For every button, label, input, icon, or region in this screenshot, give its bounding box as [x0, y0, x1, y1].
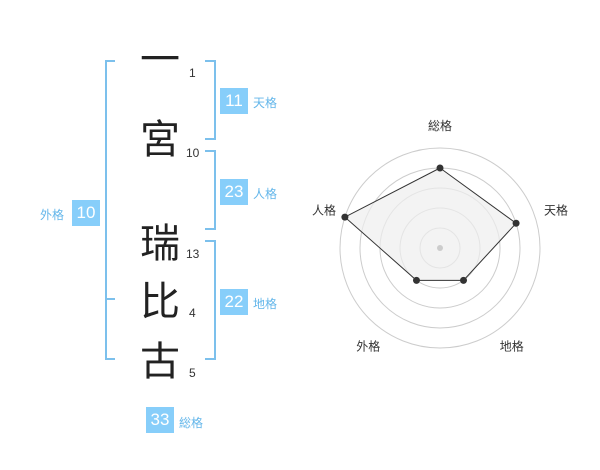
radar-point-2 — [512, 219, 520, 227]
tenkaku-bracket-bottom — [205, 138, 215, 140]
chikaku-badge: 22 — [220, 289, 248, 315]
radar-point-5 — [341, 213, 349, 221]
gaikaku-bracket — [105, 60, 107, 360]
jinkaku-bracket — [214, 150, 216, 230]
gaikaku-bracket-mid — [105, 298, 115, 300]
radar-grid-ring-5 — [339, 147, 541, 349]
gaikaku-bracket-top — [105, 60, 115, 62]
radar-point-1 — [436, 164, 444, 172]
gaikaku-label: 外格 — [40, 208, 65, 222]
tenkaku-label: 天格 — [253, 96, 278, 110]
tenkaku-bracket-top — [205, 60, 215, 62]
radar-axis-label-1: 総格 — [428, 118, 452, 133]
radar-axis-label-4: 外格 — [356, 339, 380, 354]
soukaku-label: 総格 — [179, 416, 204, 430]
jinkaku-badge: 23 — [220, 179, 248, 205]
chikaku-bracket-bottom — [205, 358, 215, 360]
radar-data-polygon — [344, 167, 517, 281]
name-char-4: 比 — [140, 279, 180, 325]
stroke-count-5: 5 — [189, 366, 196, 380]
gaikaku-bracket-bottom — [105, 358, 115, 360]
gaikaku-badge: 10 — [72, 200, 100, 226]
radar-axis-label-2: 天格 — [544, 202, 568, 217]
stroke-count-4: 4 — [189, 306, 196, 320]
radar-center-dot — [437, 245, 443, 251]
stroke-count-2: 10 — [186, 146, 200, 160]
radar-axis-label-5: 人格 — [312, 202, 336, 217]
jinkaku-bracket-bottom — [205, 228, 215, 230]
radar-point-3 — [460, 276, 468, 284]
radar-axis-label-3: 地格 — [500, 339, 524, 354]
tenkaku-bracket — [214, 60, 216, 140]
jinkaku-label: 人格 — [253, 187, 278, 201]
chikaku-bracket — [214, 240, 216, 360]
tenkaku-badge: 11 — [220, 88, 248, 114]
chikaku-label: 地格 — [253, 297, 278, 311]
name-char-5: 古 — [140, 339, 180, 385]
name-char-3: 瑞 — [140, 221, 180, 267]
stroke-count-1: 1 — [189, 66, 196, 80]
soukaku-badge: 33 — [146, 407, 174, 433]
name-char-2: 宮 — [140, 117, 180, 163]
name-char-1: 一 — [140, 37, 180, 83]
jinkaku-bracket-top — [205, 150, 215, 152]
chikaku-bracket-top — [205, 240, 215, 242]
radar-point-4 — [412, 276, 420, 284]
stroke-count-3: 13 — [186, 247, 200, 261]
